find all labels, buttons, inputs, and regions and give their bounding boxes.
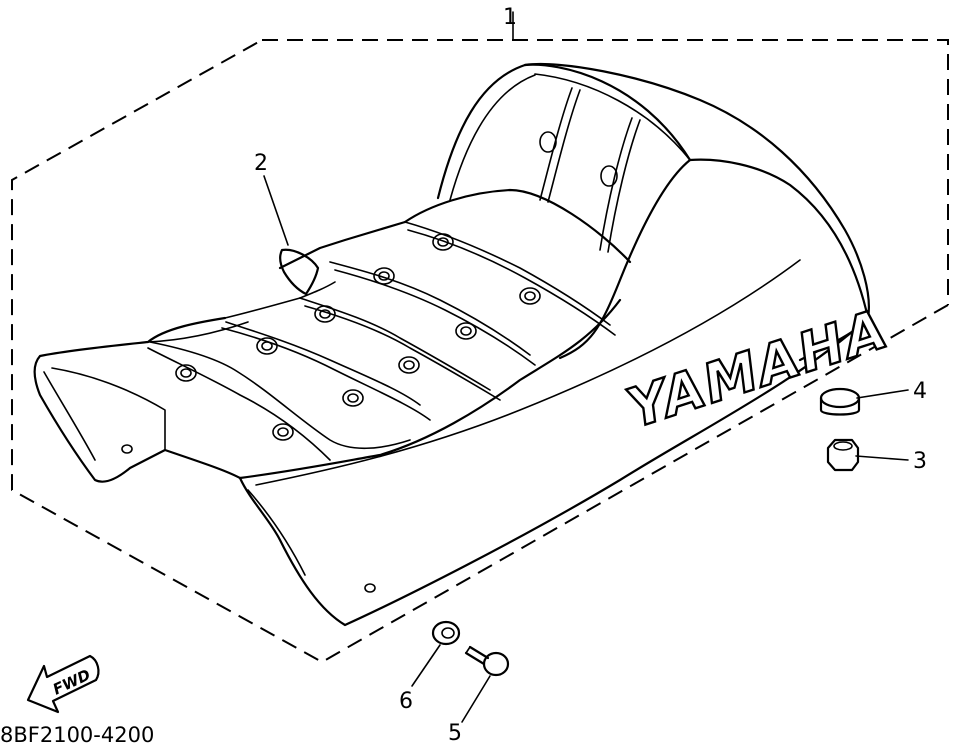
callout-3: 3	[913, 449, 927, 474]
callout-1: 1	[503, 5, 517, 30]
seat-latch-tab[interactable]	[279, 248, 320, 296]
assembly-boundary	[11, 39, 949, 664]
callout-5: 5	[448, 721, 462, 744]
leader-line-4	[856, 389, 909, 399]
part-bolt[interactable]	[464, 645, 510, 677]
part-nut[interactable]	[826, 438, 860, 472]
part-code: 8BF2100-4200	[0, 723, 154, 744]
brand-text: YAMAHA	[620, 297, 896, 440]
callout-2: 2	[254, 151, 268, 176]
callout-6: 6	[399, 689, 413, 714]
leader-line-3	[855, 455, 909, 461]
fwd-label: FWD	[50, 666, 93, 699]
leader-line-2	[263, 175, 289, 246]
forward-direction-arrow: FWD	[26, 654, 100, 714]
leader-line-6	[411, 644, 441, 687]
leader-line-5	[461, 675, 491, 723]
seat-assembly[interactable]	[33, 62, 870, 627]
part-washer[interactable]	[431, 620, 461, 646]
callout-4: 4	[913, 379, 927, 404]
part-damper[interactable]	[819, 387, 861, 416]
